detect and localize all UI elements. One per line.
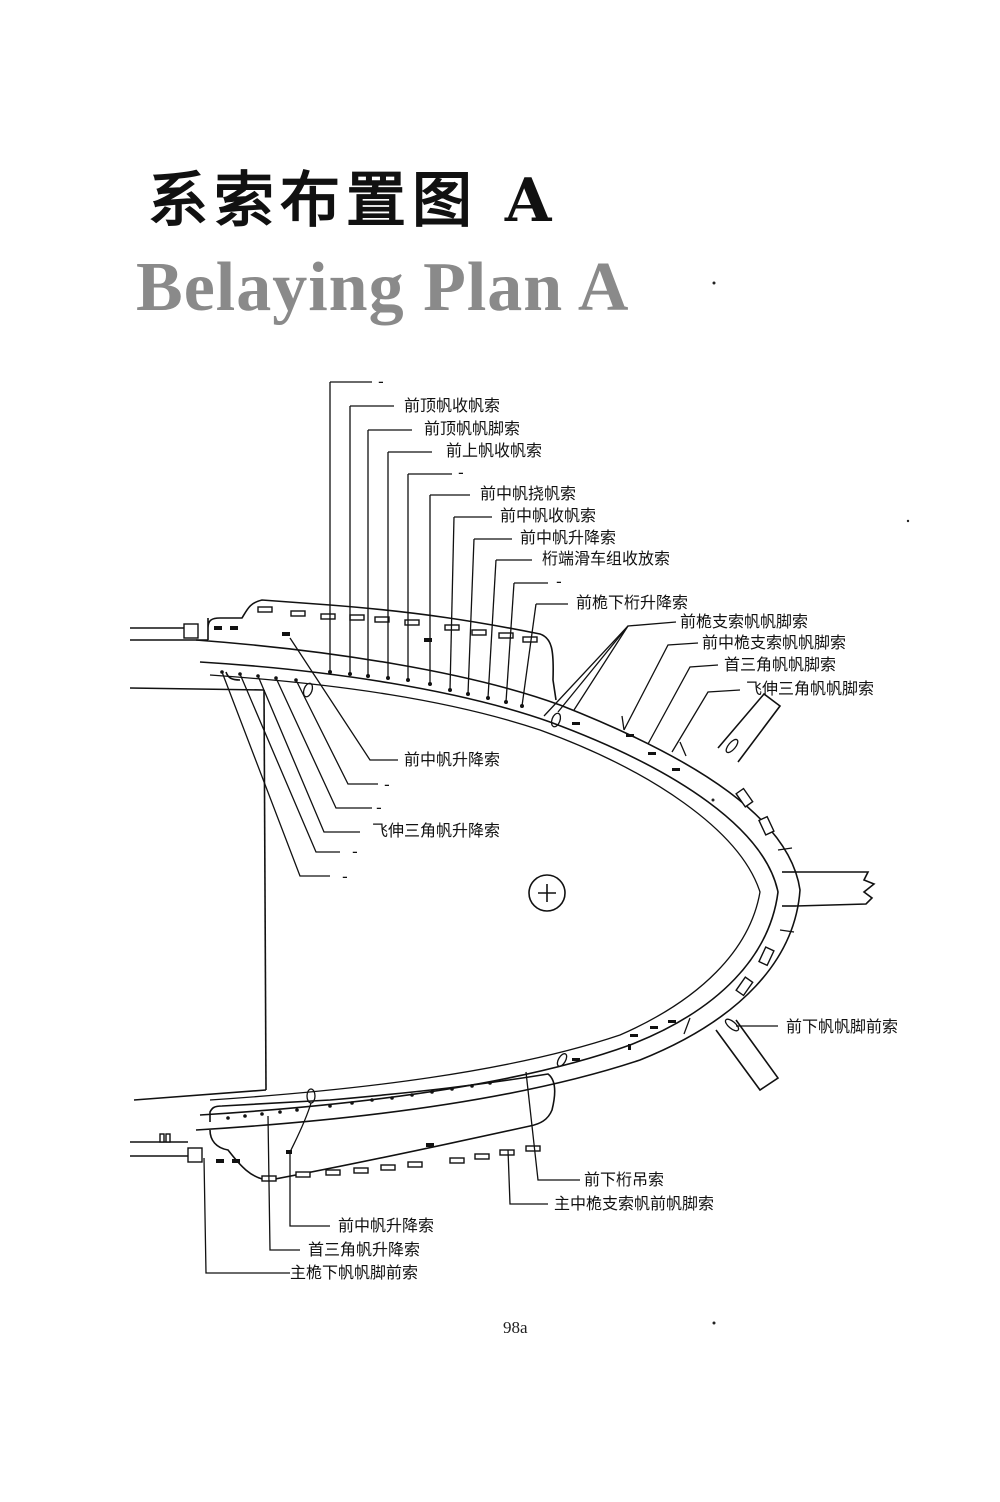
label-fore-staysail-sheet: 前桅支索帆帆脚索 [680,612,808,631]
label-fore-topgallant-clewline: 前顶帆收帆索 [404,396,500,415]
title-chinese: 系索布置图 A [148,166,558,236]
right-upper-leader-lines [543,621,741,771]
right-lower-labels: 前下帆帆脚前索 [786,1017,898,1036]
right-upper-labels: 前桅支索帆帆脚索 前中桅支索帆帆脚索 首三角帆帆脚索 飞伸三角帆帆脚索 [680,612,874,698]
circle-plus-icon [528,874,566,912]
label-fore-topsail-buntline: 前中帆挠帆索 [480,484,576,503]
top-leader-lines [328,381,568,708]
label-fore-topgallant-sheet: 前顶帆帆脚索 [424,419,520,438]
label-fore-upper-clewline: 前上帆收帆索 [446,441,542,460]
label-blank: - [352,842,358,861]
label-fore-lower-yard-halyard: 前桅下桁升降索 [576,593,688,612]
bottom-labels: 前下桁吊索 主中桅支索帆前帆脚索 前中帆升降索 首三角帆升降索 主桅下帆帆脚前索 [290,1170,714,1282]
bottom-leader-lines [203,1071,580,1274]
label-blank: - [458,463,464,482]
speck [712,1321,716,1325]
left-middle-labels: 前中帆升降索 - - 飞伸三角帆升降索 - - [342,750,500,886]
lower-belaying-slots [216,1020,676,1182]
label-fore-topsail-halyard: 前中帆升降索 [520,528,616,547]
label-main-course-tack: 主桅下帆帆脚前索 [290,1263,418,1282]
label-main-top-staysail-tack: 主中桅支索帆前帆脚索 [554,1194,714,1213]
label-blank: - [384,775,390,794]
label-fore-topsail-halyard: 前中帆升降索 [404,750,500,769]
label-flying-jib-sheet: 飞伸三角帆帆脚索 [746,679,874,698]
label-fore-jib-halyard: 首三角帆升降索 [308,1240,420,1259]
label-fore-topsail-halyard: 前中帆升降索 [338,1216,434,1235]
label-yard-tackle-fall: 桁端滑车组收放索 [542,549,670,568]
deck-structure [129,623,267,1163]
label-fore-jib-sheet: 首三角帆帆脚索 [724,655,836,674]
upper-fore-rail [207,599,557,701]
cathead-lower [715,1018,780,1092]
hull-outline [195,639,801,1131]
title-english: Belaying Plan A [136,249,630,326]
label-blank: - [342,867,348,886]
speck [711,798,715,802]
speck [906,519,910,523]
label-blank: - [556,572,562,591]
label-flying-jib-halyard: 飞伸三角帆升降索 [372,821,500,840]
label-blank: - [378,372,384,391]
cathead-upper [717,692,782,763]
label-fore-lower-yard-sling: 前下桁吊索 [584,1170,664,1189]
label-blank: - [376,798,382,817]
page-number: 98a [503,1318,528,1337]
bow-rail-slots [679,741,795,1035]
top-labels: - 前顶帆收帆索 前顶帆帆脚索 前上帆收帆索 - 前中帆挠帆索 前中帆收帆索 前… [378,372,688,612]
left-middle-leader-lines [220,637,398,877]
speck [712,281,716,285]
label-fore-topsail-clewline: 前中帆收帆索 [500,506,596,525]
lower-fore-rail [209,1073,556,1181]
label-fore-top-staysail-sheet: 前中桅支索帆帆脚索 [702,633,846,652]
label-fore-course-tack: 前下帆帆脚前索 [786,1017,898,1036]
bowsprit [782,871,876,907]
